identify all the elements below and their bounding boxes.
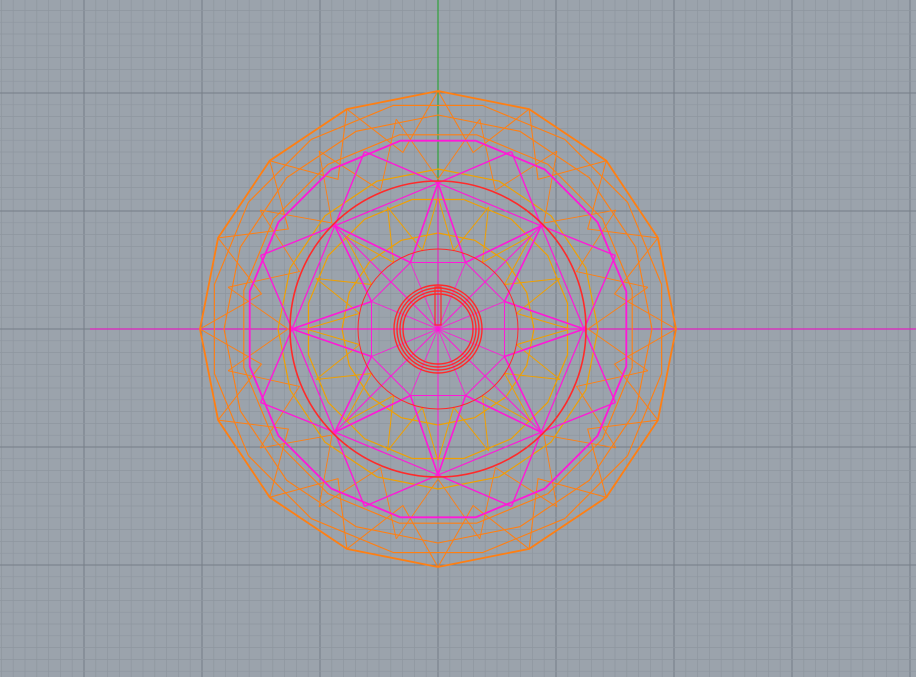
core-outer-circle bbox=[289, 180, 587, 478]
accent-facet-ring bbox=[277, 168, 599, 490]
culet-ray bbox=[410, 262, 439, 330]
kite-facet-edge bbox=[291, 225, 336, 330]
kite-facet-edge bbox=[334, 182, 439, 227]
crown-facet-edge bbox=[318, 119, 397, 192]
inner-ring-edge bbox=[371, 262, 411, 302]
crown-facet-edge bbox=[587, 419, 658, 498]
crown-facet-edge bbox=[587, 160, 658, 239]
kite-facet-edge bbox=[437, 182, 542, 227]
crown-facet-edge bbox=[528, 478, 607, 549]
outer-facet-ring bbox=[213, 104, 663, 554]
crown-facet-edge bbox=[269, 109, 348, 180]
culet-circle bbox=[399, 290, 477, 368]
culet-circle bbox=[396, 287, 480, 371]
crown-facet-edge bbox=[227, 286, 289, 372]
crown-facet-edge bbox=[218, 419, 289, 498]
crown-facet-edge bbox=[346, 90, 439, 154]
crown-facet-edge bbox=[199, 328, 263, 421]
kite-facet-edge bbox=[291, 328, 336, 433]
core-circles bbox=[289, 180, 587, 478]
crown-facet-edge bbox=[479, 466, 558, 539]
culet-ray bbox=[371, 328, 439, 357]
culet-ray bbox=[334, 225, 439, 330]
crown-facet-edge bbox=[543, 434, 617, 508]
crown-facet-edge bbox=[395, 478, 481, 540]
crown-facet-edge bbox=[587, 286, 649, 372]
crown-facet-edge bbox=[346, 504, 439, 568]
culet-ray bbox=[437, 262, 466, 330]
accent-facet-ring bbox=[307, 198, 569, 460]
culet-ray bbox=[437, 328, 542, 433]
outer-facet-ring bbox=[223, 114, 653, 544]
inner-star-facets bbox=[248, 139, 628, 519]
crown-facet-edge bbox=[528, 109, 607, 180]
culet-ray bbox=[371, 301, 439, 330]
crown-facet-edge bbox=[259, 434, 333, 508]
crown-facet-edge bbox=[575, 209, 648, 288]
culet-circle bbox=[402, 293, 474, 365]
culet-marker bbox=[434, 286, 442, 326]
kite-facet-edge bbox=[540, 225, 585, 330]
outer-facet-rings bbox=[199, 90, 677, 568]
table-outline bbox=[248, 139, 628, 519]
crown-facet-edge bbox=[437, 504, 530, 568]
gem-wireframe-object[interactable] bbox=[199, 90, 677, 568]
crown-facet-edge bbox=[613, 328, 677, 421]
inner-ring-edge bbox=[465, 356, 505, 396]
inner-ring-edge bbox=[465, 262, 505, 302]
inner-ring-edge bbox=[371, 356, 411, 396]
crown-facet-edge bbox=[228, 370, 301, 449]
crown-facet-edge bbox=[218, 160, 289, 239]
kite-facet-edge bbox=[334, 431, 439, 476]
culet-ray bbox=[437, 328, 466, 396]
kite-facet-edge bbox=[437, 431, 542, 476]
culet-circle bbox=[393, 284, 483, 374]
crown-facet-edge bbox=[543, 150, 617, 224]
kite-facet-edge bbox=[540, 328, 585, 433]
culet-ray bbox=[410, 328, 439, 396]
crown-facet-edge bbox=[199, 237, 263, 330]
crown-facet-edge bbox=[318, 466, 397, 539]
crown-facet-edge bbox=[437, 90, 530, 154]
crown-facet-edge bbox=[613, 237, 677, 330]
culet-ray bbox=[437, 301, 505, 330]
crown-facet-edge bbox=[269, 478, 348, 549]
outer-facet-ring bbox=[243, 134, 633, 524]
culet-ray bbox=[437, 328, 505, 357]
culet-ray bbox=[437, 225, 542, 330]
culet-ray bbox=[334, 328, 439, 433]
crown-facet-edge bbox=[259, 150, 333, 224]
crown-facet-edge bbox=[479, 119, 558, 192]
crown-facet-edge bbox=[575, 370, 648, 449]
core-mid-circle bbox=[357, 248, 519, 410]
crown-facet-edge bbox=[228, 209, 301, 288]
